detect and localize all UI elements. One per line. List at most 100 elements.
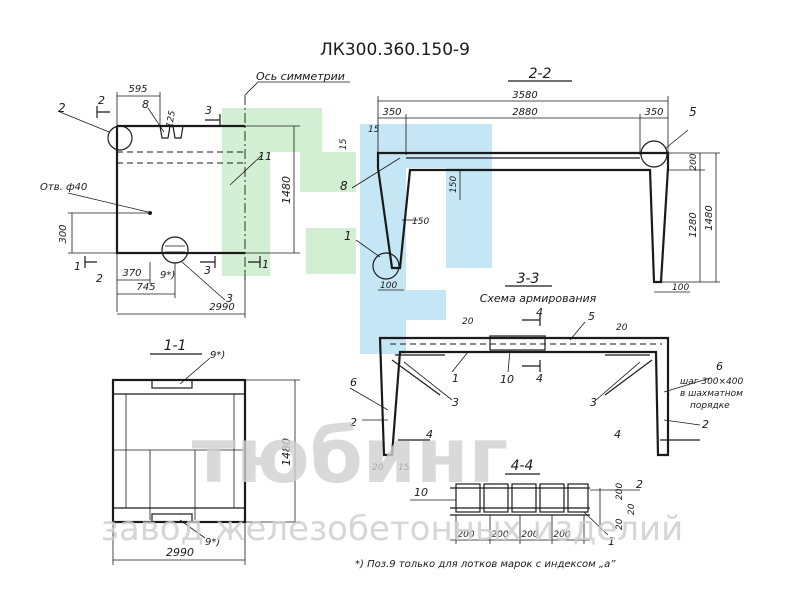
dim-20-3-3-a: 20	[462, 317, 474, 327]
symmetry-axis-label: Ось симметрии	[256, 70, 345, 83]
section-4-4: 4-4 200 200 200 200 200 20 20 10 2 1	[410, 458, 643, 548]
section-1-1-label: 1-1	[164, 338, 187, 354]
dim-20-3-3-c: 20	[372, 463, 384, 473]
dim-3580: 3580	[512, 90, 537, 101]
dim-350-left: 350	[382, 107, 401, 118]
dim-1480-2-2: 1480	[704, 205, 715, 230]
section-2-2: 2-2 3580 350 2880 350 15 15 200 1280 148…	[339, 66, 720, 293]
detail-circle-bottom	[161, 236, 189, 264]
dim-200-4-4-b: 200	[491, 530, 508, 540]
dim-150-vertical: 150	[449, 176, 459, 193]
dim-1480-plan: 1480	[280, 176, 293, 204]
dim-200-4-4-e: 200	[615, 483, 625, 500]
callout-1-4-4: 1	[608, 535, 615, 548]
dim-100-right: 100	[672, 283, 689, 293]
callout-9-plan: 9*)	[160, 270, 175, 281]
dim-100-left: 100	[380, 281, 397, 291]
hole-label: Отв. ф40	[40, 182, 87, 193]
mesh-cells	[455, 483, 589, 513]
trough-profile	[376, 151, 670, 284]
dim-20-3-3-b: 20	[616, 323, 628, 333]
dim-300: 300	[58, 224, 69, 243]
embedded-plate-top	[151, 379, 193, 389]
section-mark-4-bottom: 4	[536, 372, 543, 385]
dim-745: 745	[136, 282, 155, 293]
dim-200-4-4-d: 200	[553, 530, 570, 540]
section-mark-1-left: 1	[74, 260, 81, 273]
dim-20-4-4-b: 20	[615, 518, 625, 530]
watermark-logo	[222, 108, 492, 354]
callout-3-3-3-right: 3	[590, 396, 597, 409]
dim-2990-plan: 2990	[209, 302, 234, 313]
section-3-3-label: 3-3	[517, 271, 540, 287]
dim-2880: 2880	[512, 107, 537, 118]
note-6-line1: шаг 300×400	[680, 377, 744, 387]
callout-10-4-4: 10	[414, 486, 428, 499]
callout-8-plan: 8	[142, 98, 149, 111]
dim-20-4-4-a: 20	[627, 503, 637, 515]
notch-8	[159, 125, 171, 139]
dim-15-b: 15	[339, 138, 349, 150]
callout-6-3-3-right: 6	[716, 360, 723, 373]
watermark-tagline: завод железобетонных изделий	[101, 509, 683, 549]
callout-10-3-3: 10	[500, 373, 514, 386]
callout-5-3-3: 5	[588, 310, 595, 323]
callout-9-1-1-top: 9*)	[210, 350, 225, 361]
callout-2-plan: 2	[58, 101, 66, 115]
callout-5-2-2: 5	[689, 105, 697, 119]
reinforcement-outline	[378, 336, 670, 457]
section-2-2-label: 2-2	[529, 66, 552, 82]
dim-200-4-4-a: 200	[457, 530, 474, 540]
callout-1-3-3: 1	[452, 372, 459, 385]
dim-1480-1-1: 1480	[280, 438, 293, 466]
note-6-line2: в шахматном	[680, 389, 743, 399]
callout-2-4-4: 2	[636, 478, 643, 491]
dim-150-horizontal: 150	[412, 217, 429, 227]
section-3-3: 3-3 Схема армирования 20 20 20 15 4 4 5 …	[349, 271, 744, 473]
detail-circle-2	[107, 125, 133, 151]
dim-2990-1-1: 2990	[166, 546, 194, 559]
callout-4-3-3-left: 4	[426, 428, 433, 441]
detail-circle-5	[640, 140, 668, 168]
note-6-line3: порядке	[690, 401, 730, 411]
section-mark-1-right: 1	[262, 258, 269, 271]
drawing-title: ЛК300.360.150-9	[320, 40, 470, 60]
callout-2-3-3-right: 2	[702, 418, 709, 431]
detail-circle-1	[372, 252, 400, 280]
callout-8-2-2: 8	[340, 179, 348, 193]
callout-9-1-1-bottom: 9*)	[205, 537, 220, 548]
mesh-10	[489, 335, 546, 351]
dim-595: 595	[128, 84, 147, 95]
dim-15-a: 15	[368, 125, 380, 135]
callout-11: 11	[258, 150, 272, 163]
callout-1-2-2: 1	[344, 229, 352, 243]
section-1-1: 1-1 9*) 9*) 1480 2990	[111, 338, 300, 565]
section-3-3-subtitle: Схема армирования	[480, 292, 597, 305]
dim-125: 125	[165, 110, 178, 129]
dim-15-3-3: 15	[398, 463, 410, 473]
section-mark-2-bottom: 2	[96, 272, 103, 285]
callout-6-3-3-left: 6	[350, 376, 357, 389]
dim-200-2-2: 200	[689, 153, 699, 170]
dim-200-4-4-c: 200	[521, 530, 538, 540]
callout-4-3-3-right: 4	[614, 428, 621, 441]
callout-3-plan: 3	[226, 292, 233, 305]
footnote: *) Поз.9 только для лотков марок с индек…	[355, 559, 616, 570]
symmetry-leader	[244, 81, 350, 96]
section-mark-2-top: 2	[98, 94, 105, 107]
dim-350-right: 350	[644, 107, 663, 118]
section-mark-3-bottom: 3	[204, 264, 211, 277]
notch-8b	[172, 125, 184, 139]
callout-2-3-3-left: 2	[350, 416, 357, 429]
dim-370: 370	[122, 268, 141, 279]
watermark-brand: тюбинг	[192, 411, 508, 500]
dim-1280: 1280	[688, 212, 699, 237]
plan-view: Ось симметрии 1480 11 595 125 8 3 2 2 От…	[40, 70, 350, 318]
section-mark-3-top: 3	[205, 104, 212, 117]
callout-3-3-3-left: 3	[452, 396, 459, 409]
embedded-plate-bottom	[151, 513, 193, 523]
section-mark-4-top: 4	[536, 306, 543, 319]
section-4-4-label: 4-4	[511, 458, 534, 474]
